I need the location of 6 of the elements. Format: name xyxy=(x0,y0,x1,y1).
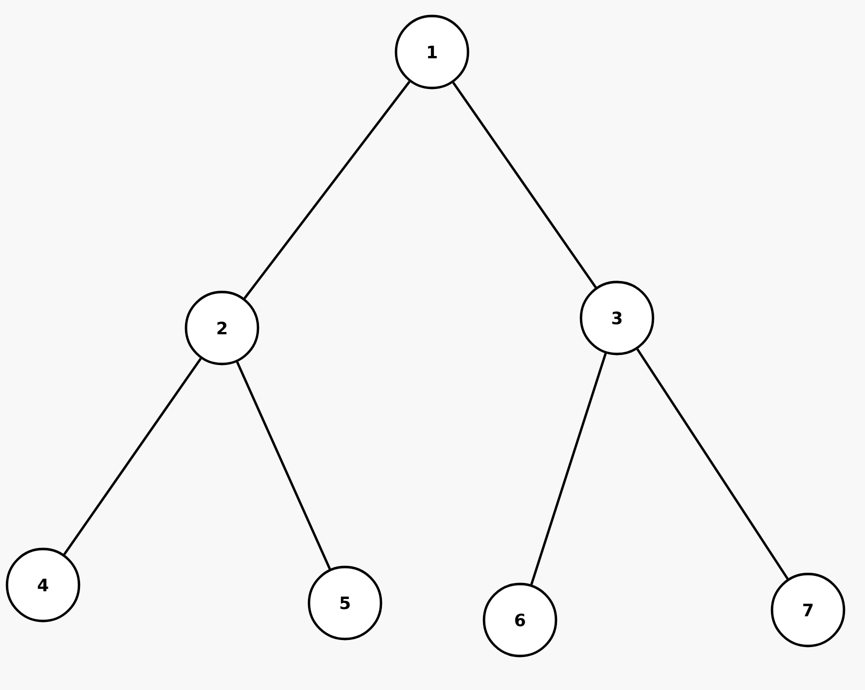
tree-edge xyxy=(530,353,607,585)
tree-edge xyxy=(452,82,597,288)
tree-edge xyxy=(63,358,202,556)
tree-edge xyxy=(636,348,789,580)
tree-edge xyxy=(236,361,331,570)
tree-edge xyxy=(244,80,410,300)
